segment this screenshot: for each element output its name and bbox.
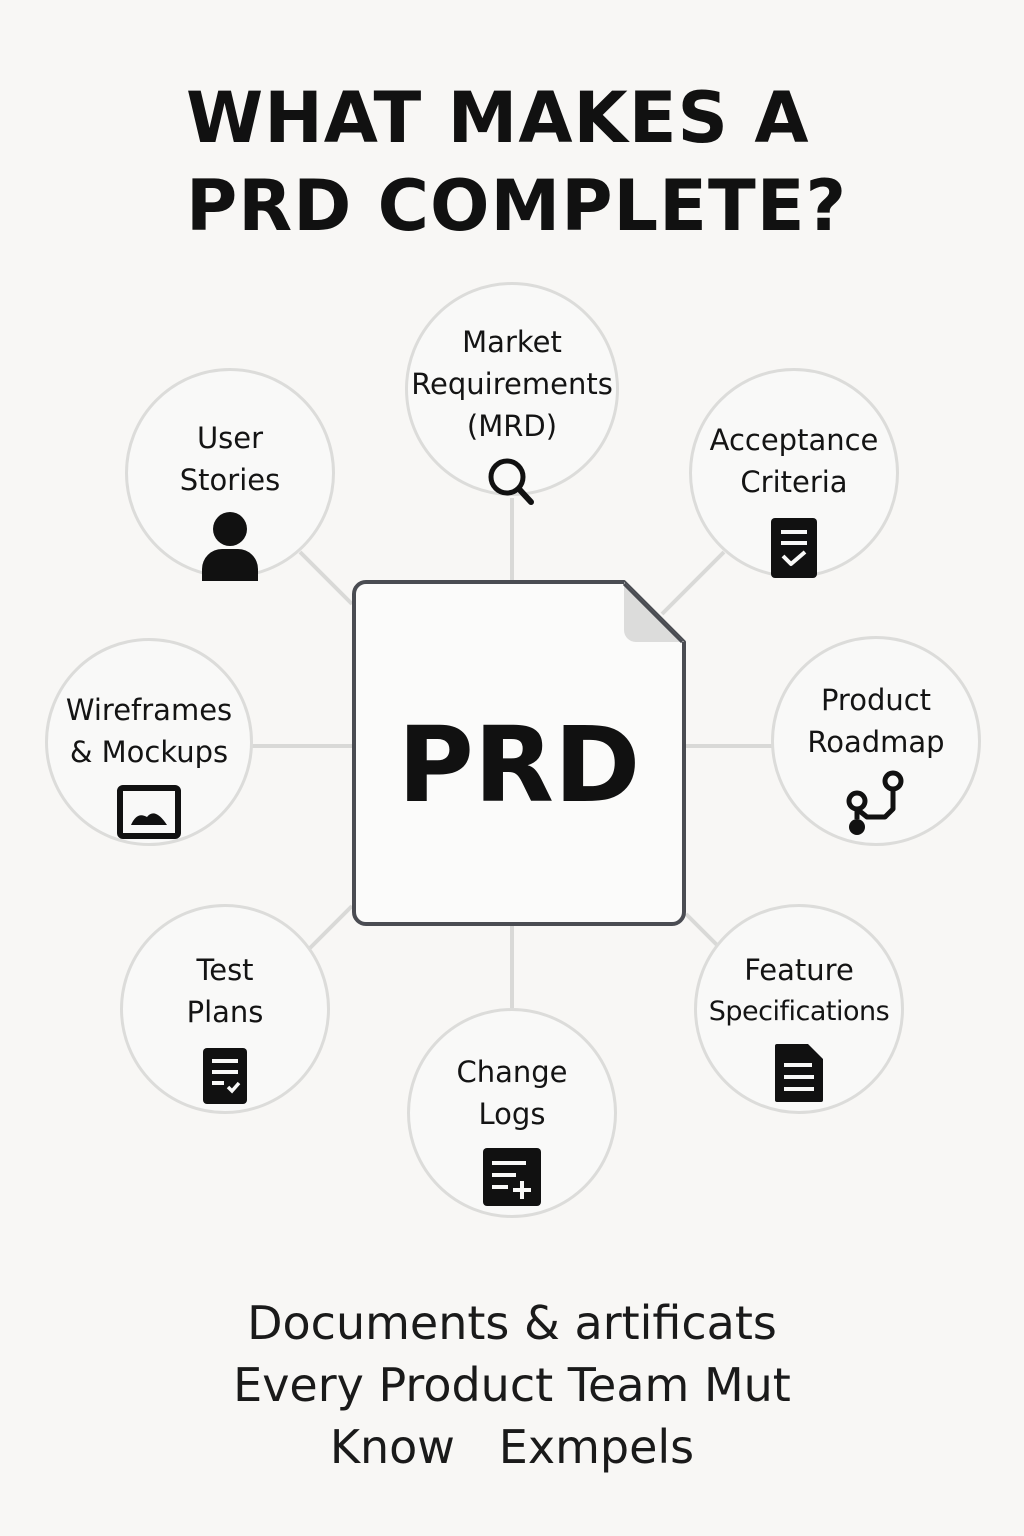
node-label-line: Feature (744, 953, 854, 987)
node-label-line: (MRD) (466, 409, 558, 443)
node-product-roadmap: Product Roadmap (771, 636, 981, 846)
node-label-line: Specifications (708, 996, 890, 1027)
page-title: WHAT MAKES A PRD COMPLETE? (186, 74, 946, 250)
node-acceptance-criteria: Acceptance Criteria (689, 368, 899, 578)
node-feature-specifications: Feature Specifications (694, 904, 904, 1114)
person-icon (202, 512, 258, 581)
node-label: Acceptance Criteria (692, 419, 896, 503)
node-change-logs: Change Logs (407, 1008, 617, 1218)
caption: Documents & artificats Every Product Tea… (0, 1292, 1024, 1478)
list-plus-icon (483, 1148, 541, 1206)
route-icon (846, 770, 904, 835)
node-label-line: Market (462, 325, 562, 359)
node-label-line: Product (820, 683, 932, 717)
connector-acceptance (660, 550, 726, 616)
node-market-requirements: Market Requirements (MRD) (405, 282, 619, 505)
checklist-icon (771, 518, 817, 578)
node-label-line: Logs (478, 1097, 546, 1131)
connector-user-stories (298, 550, 354, 606)
node-label: Product Roadmap (774, 679, 978, 763)
node-label-line: User (196, 421, 264, 455)
connector-test-plans (304, 904, 354, 954)
title-line-2: PRD COMPLETE? (186, 165, 848, 247)
node-label-line: Criteria (740, 465, 848, 499)
title-line-1: WHAT MAKES A (186, 77, 810, 159)
node-user-stories: User Stories (125, 368, 335, 581)
image-frame-icon (117, 785, 181, 839)
node-label: Change Logs (410, 1051, 614, 1135)
magnifier-icon (488, 458, 534, 505)
node-label: User Stories (128, 417, 332, 501)
center-label: PRD (397, 704, 641, 826)
node-label: Feature Specifications (697, 949, 901, 1033)
node-label-line: Plans (186, 995, 264, 1029)
node-label-line: Wireframes (65, 693, 233, 727)
node-label-line: Change (456, 1055, 568, 1089)
node-label: Test Plans (123, 949, 327, 1033)
node-label: Market Requirements (MRD) (408, 321, 616, 447)
node-test-plans: Test Plans (120, 904, 330, 1114)
caption-line-2: Every Product Team Mut (233, 1358, 791, 1412)
node-wireframes-mockups: Wireframes & Mockups (45, 638, 253, 846)
node-label: Wireframes & Mockups (48, 689, 250, 773)
node-label-line: Roadmap (807, 725, 945, 759)
node-label-line: Test (196, 953, 254, 987)
test-plan-icon (203, 1048, 247, 1104)
node-label-line: Acceptance (709, 423, 879, 457)
document-icon (352, 580, 686, 926)
caption-line-1: Documents & artificats (247, 1296, 777, 1350)
document-lines-icon (775, 1044, 823, 1102)
node-label-line: & Mockups (69, 735, 229, 769)
caption-line-3: Know Exmpels (329, 1420, 695, 1474)
node-label-line: Stories (179, 463, 281, 497)
node-label-line: Requirements (411, 367, 613, 401)
